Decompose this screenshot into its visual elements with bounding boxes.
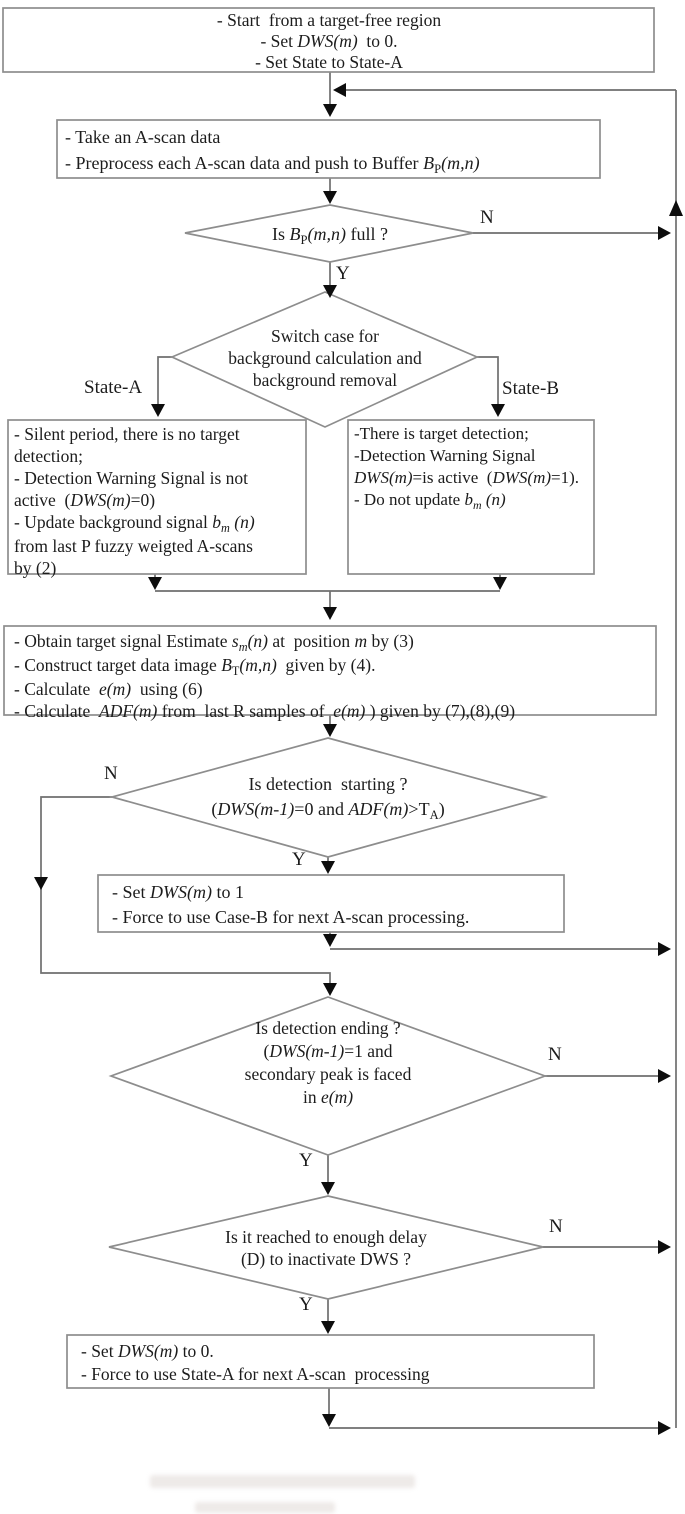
arrowhead-into-case-a (151, 404, 165, 417)
arrowhead-merge-left (148, 577, 162, 590)
connector-lines (40, 72, 677, 1429)
set-dws1-box-outline (97, 874, 565, 933)
node-outlines (2, 7, 657, 1389)
bufferfull-yes-label: Y (336, 263, 350, 284)
arrowhead-into-enough-delay (321, 1182, 335, 1195)
arrowheads (34, 83, 683, 1435)
arrowhead-below-setdws0 (322, 1414, 336, 1427)
arrowhead-bottom-to-rail (658, 1421, 671, 1435)
arrowhead-loop-left (333, 83, 346, 97)
arrowhead-into-case-b (491, 404, 505, 417)
detection-starting-diamond-outline (108, 737, 549, 858)
set-dws1-box: - Set DWS(m) to 1- Force to use Case-B f… (112, 882, 470, 927)
delay-no-label: N (549, 1216, 563, 1237)
buffer-full-diamond-outline (184, 204, 474, 263)
arrowhead-into-bufferfull (323, 191, 337, 204)
enough-delay-diamond-outline (108, 1195, 544, 1300)
starting-no-label: N (104, 763, 118, 784)
bufferfull-no-label: N (480, 207, 494, 228)
take-scan-box-outline (56, 119, 601, 179)
start-box: - Start from a target-free region- Set D… (216, 10, 442, 72)
buffer-full-decision: Is BP(m,n) full ? (271, 224, 388, 247)
case-state-b-box: -There is target detection;-Detection Wa… (354, 424, 580, 512)
arrowhead-ending-no (658, 1069, 671, 1083)
set-dws0-box-outline (66, 1334, 595, 1389)
switch-case-diamond-outline (169, 291, 480, 428)
arrowhead-below-setdws1 (323, 934, 337, 947)
detection-ending-diamond-outline (108, 996, 548, 1156)
arrowhead-setdws1-to-rail (658, 942, 671, 956)
arrowhead-into-setdws0 (321, 1321, 335, 1334)
arrowhead-starting-yes (321, 861, 335, 874)
case-state-b-box-outline (347, 419, 595, 575)
starting-yes-label: Y (292, 849, 306, 870)
estimate-box-outline (3, 625, 657, 716)
start-box-outline (2, 7, 655, 73)
ending-yes-label: Y (299, 1150, 313, 1171)
ending-no-label: N (548, 1044, 562, 1065)
estimate-box: - Obtain target signal Estimate sm(n) at… (14, 631, 516, 721)
arrowhead-into-switchcase (323, 285, 337, 298)
state-b-branch-label: State-B (502, 378, 559, 399)
case-state-a-box-outline (7, 419, 307, 575)
arrowhead-rail-up (669, 200, 683, 216)
state-a-branch-label: State-A (84, 377, 143, 398)
connector-main (40, 72, 677, 1429)
set-dws0-box: - Set DWS(m) to 0.- Force to use State-A… (81, 1341, 430, 1384)
arrowhead-merge-right (493, 577, 507, 590)
arrowhead-into-estimate (323, 607, 337, 620)
delay-yes-label: Y (299, 1294, 313, 1315)
arrowhead-into-detection-ending (323, 983, 337, 996)
arrowhead-bufferfull-no (658, 226, 671, 240)
arrowhead-no-branch-mid (34, 877, 48, 890)
detection-starting-decision: Is detection starting ?(DWS(m-1)=0 and A… (211, 774, 445, 822)
arrowhead-into-detection-starting (323, 724, 337, 737)
arrowhead-delay-no (658, 1240, 671, 1254)
enough-delay-decision: Is it reached to enough delay(D) to inac… (225, 1227, 427, 1269)
arrowhead-into-take-scan (323, 104, 337, 117)
faint-artifact (150, 1475, 415, 1488)
faint-artifact (195, 1502, 335, 1513)
take-scan-box: - Take an A-scan data- Preprocess each A… (65, 127, 480, 176)
